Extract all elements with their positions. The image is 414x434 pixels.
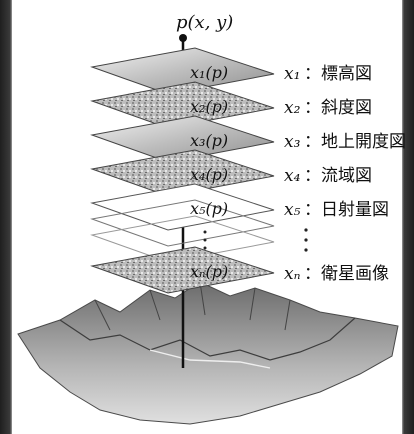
legend-var-3: x₃ (284, 132, 301, 152)
plate-label-5: x₅(p) (190, 199, 228, 218)
point-title: p(x, y) (176, 12, 233, 33)
legend-var-4: x₄ (284, 166, 301, 186)
plate-label-n: xₙ(p) (190, 262, 228, 281)
terrain-model (17, 281, 399, 425)
legend-label-2: ：斜度図 (304, 98, 372, 118)
plate-2 (90, 81, 275, 129)
legend-label-n: ：衛星画像 (304, 264, 389, 284)
plate-1 (90, 47, 275, 95)
plate-label-1: x₁(p) (190, 63, 228, 82)
plate-n (90, 246, 275, 294)
legend-var-2: x₂ (284, 98, 301, 118)
plate-label-3: x₃(p) (190, 131, 228, 150)
legend-ellipsis-icon (304, 228, 308, 252)
plate-label-2: x₂(p) (190, 97, 228, 116)
plate-label-4: x₄(p) (190, 165, 228, 184)
plate-ellipsis-icon (203, 230, 207, 250)
legend-var-1: x₁ (284, 64, 300, 84)
legend-label-5: ：日射量図 (304, 200, 389, 220)
legend-label-3: ：地上開度図 (304, 132, 406, 152)
legend-var-5: x₅ (284, 200, 301, 220)
plate-extra-a (90, 199, 275, 247)
plate-3 (90, 115, 275, 163)
plate-4 (90, 149, 275, 197)
legend-label-1: ：標高図 (304, 64, 372, 84)
plate-extra-b (90, 215, 275, 263)
legend-label-4: ：流域図 (304, 166, 372, 186)
needle-head-icon (179, 34, 187, 42)
plate-5 (90, 183, 275, 231)
legend-var-n: xₙ (284, 264, 301, 284)
